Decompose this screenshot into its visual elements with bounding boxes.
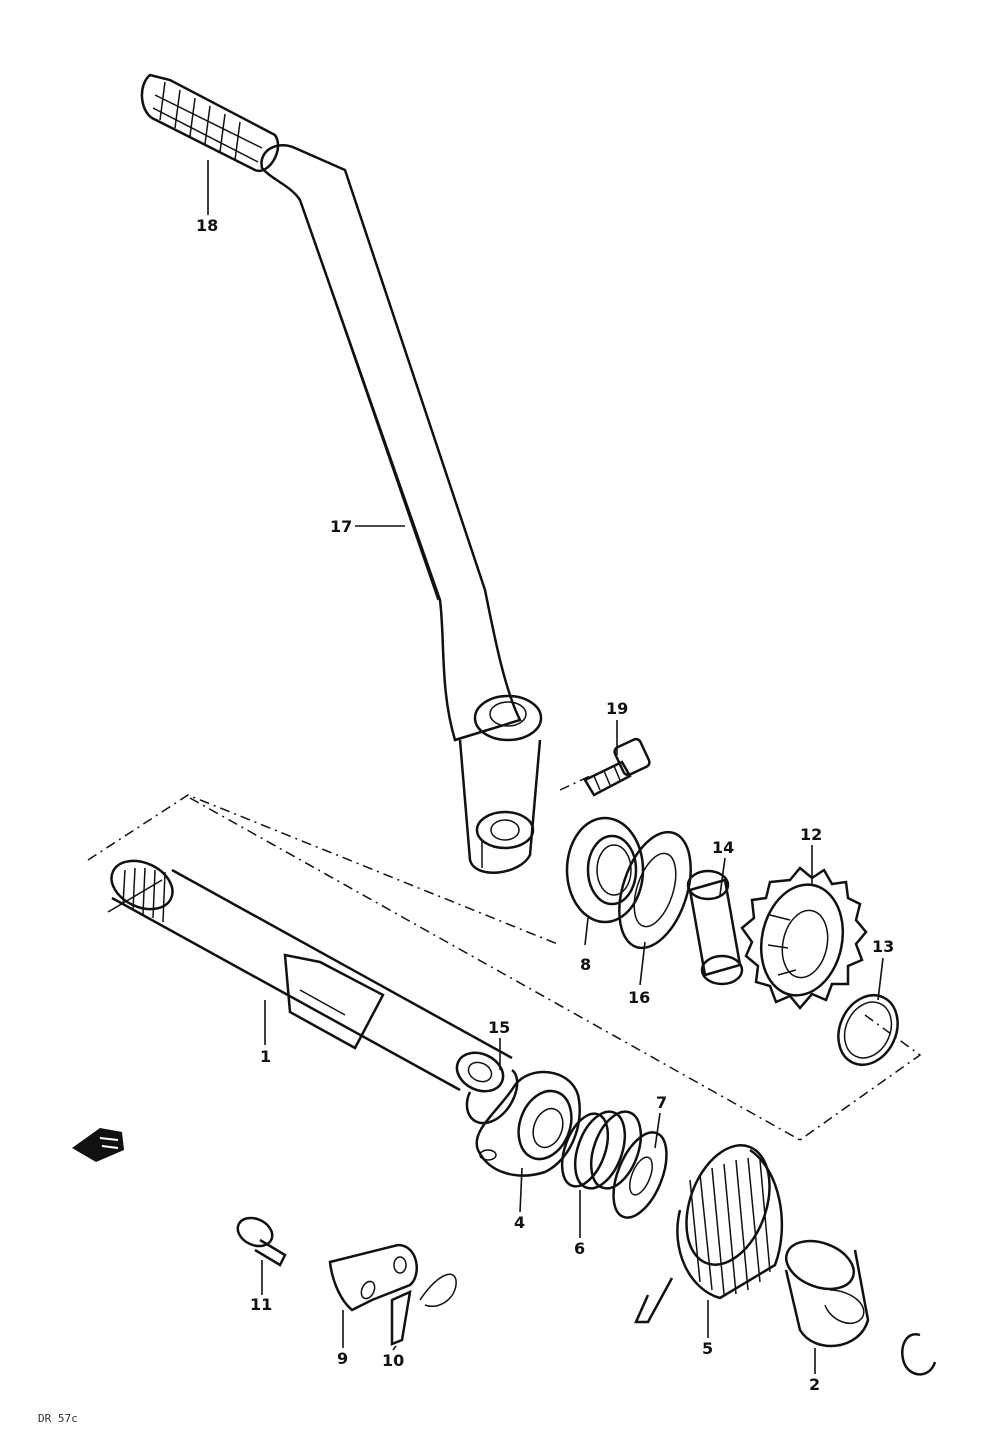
pin-10[interactable] — [390, 1273, 457, 1346]
label-11: 11 — [250, 1295, 272, 1314]
washer-16[interactable] — [606, 823, 704, 957]
label-19: 19 — [606, 699, 628, 718]
leader-lines — [207, 160, 884, 1374]
label-7: 7 — [656, 1093, 667, 1112]
front-direction-arrow-icon — [72, 1128, 124, 1162]
label-5: 4 — [514, 1213, 525, 1232]
clip-ring-bottom — [901, 1333, 937, 1376]
assembly-guide-line — [87, 794, 922, 1141]
stopper-plate-9[interactable] — [328, 1243, 418, 1312]
label-2: 2 — [809, 1375, 820, 1394]
label-4: 5 — [702, 1339, 713, 1358]
drawing-code: DR 57c — [38, 1412, 78, 1425]
kick-gear-12[interactable] — [740, 866, 868, 1010]
label-18: 18 — [196, 216, 218, 235]
circlip-13[interactable] — [827, 986, 908, 1075]
spring-6[interactable] — [553, 1105, 650, 1195]
label-14: 15 — [488, 1018, 510, 1037]
label-6: 6 — [574, 1239, 585, 1258]
label-10: 10 — [382, 1351, 404, 1370]
label-1: 1 — [260, 1047, 271, 1066]
bolt-19[interactable] — [583, 737, 651, 797]
screw-11[interactable] — [233, 1213, 287, 1267]
kick-lever-17[interactable] — [260, 143, 543, 874]
spacer-15[interactable] — [686, 869, 744, 986]
rubber-grip-18[interactable] — [140, 73, 280, 173]
kick-starter-shaft-1[interactable] — [104, 852, 513, 1099]
spring-retainer-5[interactable] — [475, 1070, 581, 1177]
label-15: 14 — [712, 838, 734, 857]
label-16: 16 — [628, 988, 650, 1007]
label-13: 13 — [872, 937, 894, 956]
label-12: 12 — [800, 825, 822, 844]
label-17: 17 — [330, 517, 352, 536]
spring-guide-2[interactable] — [780, 1232, 870, 1348]
label-8: 8 — [580, 955, 591, 974]
label-9-text: 9 — [337, 1349, 348, 1368]
return-spring-4[interactable] — [634, 1134, 785, 1324]
oil-seal-8[interactable] — [565, 816, 645, 924]
